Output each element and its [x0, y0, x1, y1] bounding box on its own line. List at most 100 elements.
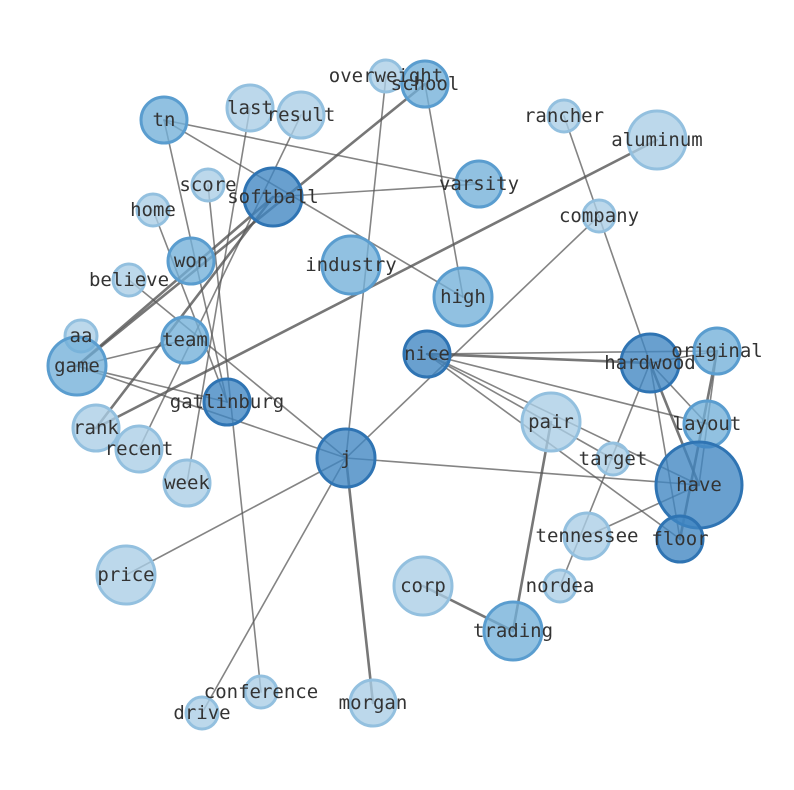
- node-label-aa: aa: [70, 325, 93, 347]
- node-company[interactable]: [581, 198, 617, 234]
- edge-believe-j: [128, 279, 347, 459]
- node-label-target: target: [579, 448, 648, 470]
- edge-rank-aluminum: [94, 138, 659, 430]
- node-aluminum[interactable]: [626, 109, 688, 171]
- node-gatlinburg[interactable]: [202, 377, 252, 427]
- edge-nice-layout: [426, 353, 708, 425]
- node-price[interactable]: [95, 544, 157, 606]
- node-rancher[interactable]: [546, 98, 582, 134]
- node-label-game: game: [54, 355, 100, 377]
- node-varsity[interactable]: [454, 159, 504, 209]
- node-won[interactable]: [166, 236, 216, 286]
- node-corp[interactable]: [392, 555, 454, 617]
- node-label-softball: softball: [227, 186, 319, 208]
- node-tn[interactable]: [139, 95, 189, 145]
- node-label-won: won: [174, 250, 208, 272]
- edge-j-have: [345, 457, 700, 486]
- edge-j-drive: [201, 457, 347, 714]
- node-label-floor: floor: [651, 528, 708, 550]
- node-label-j: j: [340, 447, 351, 469]
- node-label-tennessee: tennessee: [536, 525, 639, 547]
- edge-home-gatlinburg: [152, 209, 228, 403]
- node-label-believe: believe: [89, 269, 169, 291]
- node-morgan[interactable]: [348, 678, 398, 728]
- node-label-last: last: [227, 97, 273, 119]
- node-label-layout: layout: [673, 413, 742, 435]
- node-result[interactable]: [276, 90, 326, 140]
- node-layer: [46, 58, 744, 731]
- node-label-school: school: [391, 73, 460, 95]
- node-score[interactable]: [190, 167, 226, 203]
- node-label-high: high: [440, 286, 486, 308]
- node-label-aluminum: aluminum: [611, 129, 703, 151]
- node-drive[interactable]: [184, 695, 220, 731]
- edge-rancher-hardwood: [563, 115, 651, 364]
- node-industry[interactable]: [320, 234, 382, 296]
- node-week[interactable]: [162, 458, 212, 508]
- node-nordea[interactable]: [542, 568, 578, 604]
- edge-softball-varsity: [272, 183, 480, 198]
- node-label-pair: pair: [528, 411, 574, 433]
- edge-nice-hardwood: [425, 352, 652, 365]
- node-label-drive: drive: [173, 702, 230, 724]
- node-school[interactable]: [400, 59, 450, 109]
- node-rank[interactable]: [71, 403, 121, 453]
- node-label-varsity: varsity: [439, 173, 519, 195]
- node-label-conference: conference: [204, 681, 318, 703]
- node-nice[interactable]: [402, 329, 452, 379]
- node-label-company: company: [559, 205, 639, 227]
- node-trading[interactable]: [482, 600, 544, 662]
- node-label-corp: corp: [400, 575, 446, 597]
- edge-last-week: [186, 107, 251, 484]
- node-label-rancher: rancher: [524, 105, 604, 127]
- node-label-have: have: [676, 474, 722, 496]
- node-believe[interactable]: [111, 262, 147, 298]
- edge-softball-rank: [94, 195, 275, 430]
- node-label-morgan: morgan: [339, 692, 408, 714]
- node-label-gatlinburg: gatlinburg: [170, 391, 284, 413]
- node-j[interactable]: [315, 427, 377, 489]
- node-target[interactable]: [595, 441, 631, 477]
- node-last[interactable]: [225, 83, 275, 133]
- edge-pair-trading: [511, 420, 553, 633]
- edge-nice-target: [426, 353, 614, 460]
- node-tennessee[interactable]: [562, 511, 612, 561]
- node-label-result: result: [267, 104, 336, 126]
- node-label-original: original: [671, 340, 763, 362]
- node-label-nice: nice: [404, 343, 450, 365]
- node-label-trading: trading: [473, 620, 553, 642]
- node-floor[interactable]: [655, 514, 705, 564]
- edge-j-morgan: [344, 456, 375, 705]
- node-team[interactable]: [160, 315, 210, 365]
- node-hardwood[interactable]: [619, 332, 681, 394]
- node-conference[interactable]: [243, 674, 279, 710]
- node-label-hardwood: hardwood: [604, 352, 696, 374]
- edge-score-conference: [207, 184, 262, 693]
- edge-j-price: [125, 457, 347, 576]
- node-label-rank: rank: [73, 417, 119, 439]
- node-home[interactable]: [135, 192, 171, 228]
- edge-game-softball: [75, 195, 275, 368]
- node-label-score: score: [179, 174, 236, 196]
- edge-company-j: [345, 215, 600, 459]
- node-label-tn: tn: [153, 109, 176, 131]
- node-label-week: week: [164, 472, 210, 494]
- node-label-price: price: [97, 564, 154, 586]
- edge-tn-varsity: [163, 119, 480, 185]
- node-original[interactable]: [692, 326, 742, 376]
- node-recent[interactable]: [114, 424, 164, 474]
- node-label-nordea: nordea: [526, 575, 595, 597]
- node-label-recent: recent: [105, 438, 174, 460]
- node-label-industry: industry: [305, 254, 397, 276]
- edge-school-high: [424, 83, 464, 298]
- node-label-team: team: [162, 329, 208, 351]
- node-game[interactable]: [46, 335, 108, 397]
- node-label-overweight: overweight: [329, 65, 443, 87]
- node-pair[interactable]: [520, 391, 582, 453]
- node-label-home: home: [130, 199, 176, 221]
- edge-tn-high: [163, 119, 464, 298]
- node-high[interactable]: [432, 266, 494, 328]
- node-softball[interactable]: [242, 166, 304, 228]
